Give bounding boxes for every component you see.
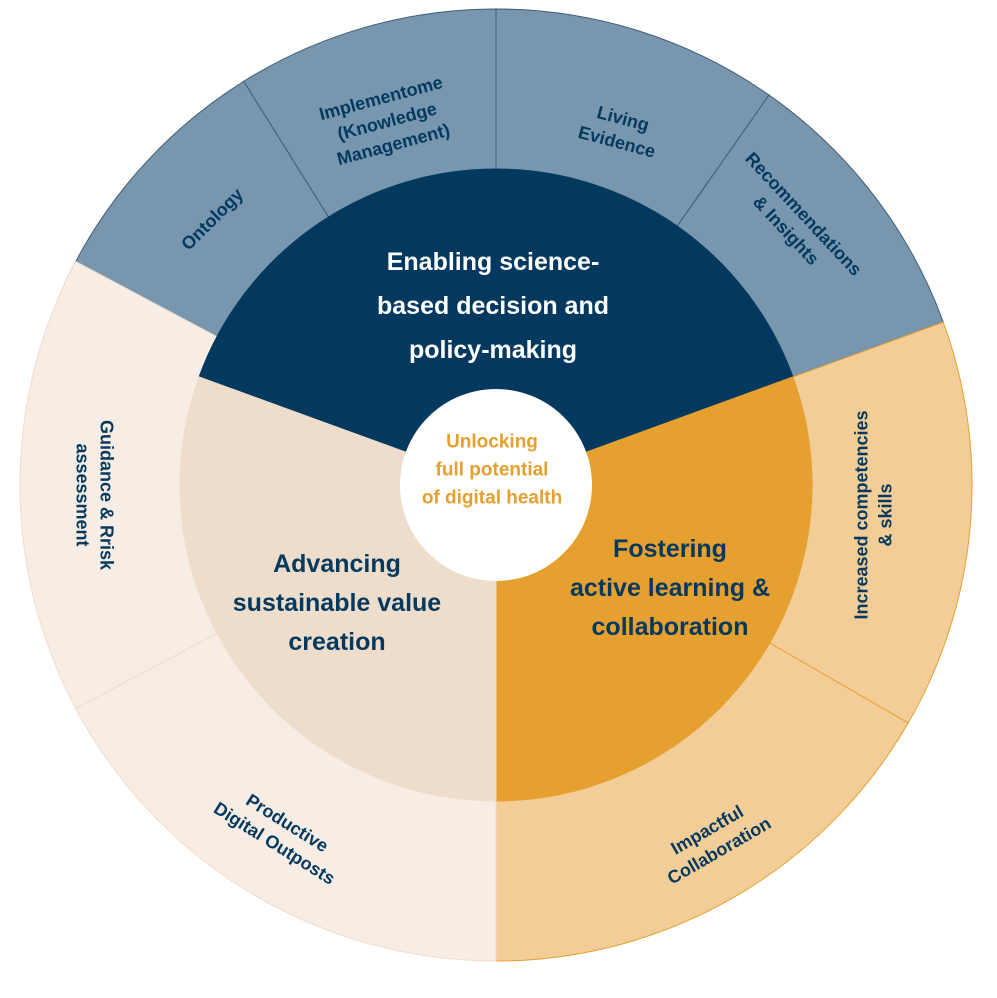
- outer-label-guidance-line: assessment: [73, 443, 93, 546]
- center-circle: [400, 389, 592, 581]
- inner-label-value-line: Advancing: [273, 550, 401, 578]
- inner-label-value-line: creation: [288, 628, 385, 656]
- center-label: Unlocking full potential of digital health: [422, 432, 562, 509]
- inner-label-science-line: based decision and: [377, 292, 609, 320]
- center-label-line: of digital health: [422, 488, 562, 509]
- inner-label-learning-line: Fostering: [613, 535, 727, 563]
- inner-label-science: Enabling science-based decision and polic…: [377, 248, 609, 364]
- outer-label-competencies-line: & skills: [875, 483, 895, 546]
- inner-segment-science: [198, 168, 794, 486]
- outer-label-competencies-line: Increased competencies: [851, 410, 871, 619]
- inner-label-value: Advancing sustainable value creation: [233, 550, 442, 656]
- center-label-line: Unlocking: [446, 432, 538, 453]
- inner-label-learning-line: collaboration: [592, 613, 749, 641]
- outer-label-competencies: Increased competencies& skills: [851, 410, 895, 619]
- outer-label-guidance: Guidance & Rriskassessment: [73, 420, 117, 571]
- inner-label-science-line: policy-making: [409, 336, 577, 364]
- center-label-line: full potential: [436, 460, 549, 481]
- inner-label-science-line: Enabling science-: [387, 248, 600, 276]
- inner-label-learning-line: active learning &: [570, 574, 770, 602]
- outer-ring: [19, 8, 973, 962]
- inner-label-learning: Fostering active learning & collaboration: [570, 535, 770, 641]
- center-circle-group: [400, 389, 592, 581]
- outer-label-guidance-line: Guidance & Rrisk: [97, 420, 117, 571]
- inner-label-value-line: sustainable value: [233, 589, 442, 617]
